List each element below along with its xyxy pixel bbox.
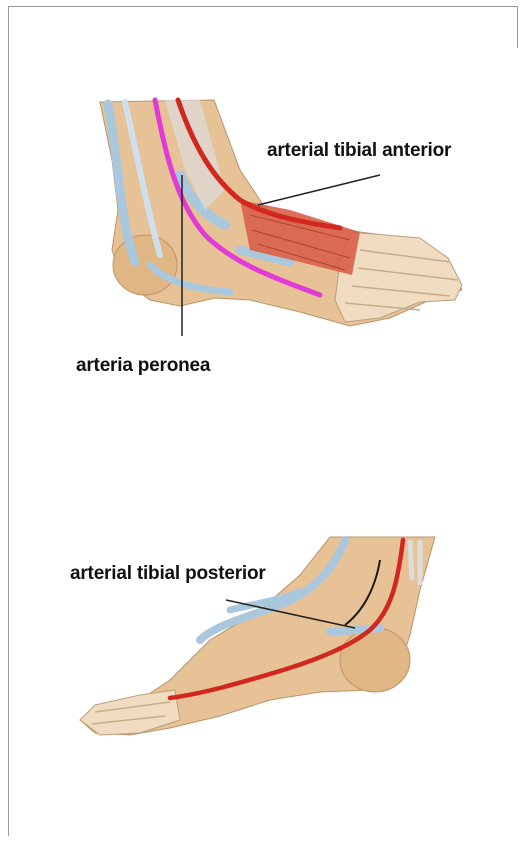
top-foot-illustration	[100, 100, 462, 336]
label-tibial-anterior: arterial tibial anterior	[267, 140, 451, 162]
bottom-foot-heel	[340, 628, 410, 692]
top-foot-heel	[113, 235, 177, 295]
label-tibial-posterior: arterial tibial posterior	[70, 563, 266, 585]
tibial-anterior-leader	[258, 175, 380, 205]
label-peronea: arteria peronea	[76, 355, 210, 377]
